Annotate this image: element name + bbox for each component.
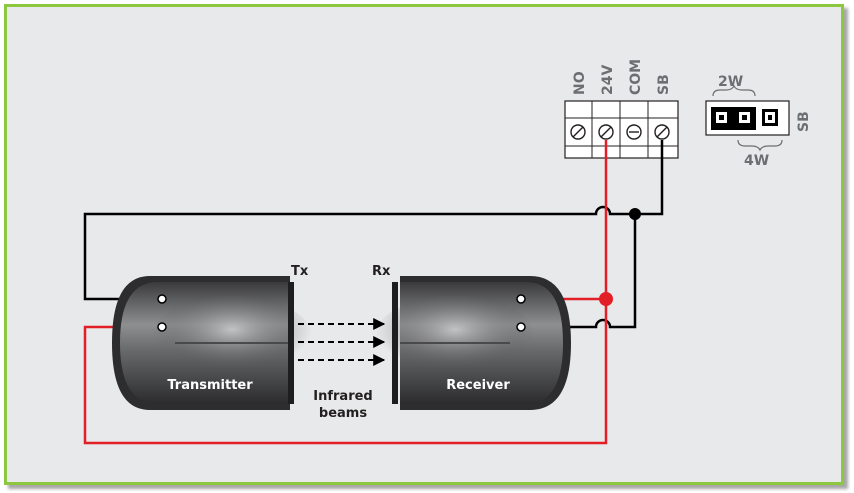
jumper-label-sb: SB bbox=[796, 111, 812, 132]
power-junction bbox=[599, 292, 613, 306]
terminal-label-com: COM bbox=[628, 59, 644, 95]
receiver-unit: Receiver bbox=[375, 276, 571, 410]
jumper-label-4w: 4W bbox=[744, 153, 769, 169]
terminal-label-no: NO bbox=[572, 71, 588, 95]
screw-sb bbox=[654, 124, 670, 140]
terminal-label-24v: 24V bbox=[600, 65, 616, 95]
rx-label: Rx bbox=[372, 264, 391, 279]
terminal-label-sb: SB bbox=[656, 74, 672, 95]
transmitter-unit: Transmitter bbox=[112, 276, 312, 410]
screw-no bbox=[570, 124, 586, 140]
jumper-label-2w: 2W bbox=[718, 74, 743, 90]
beam-label-line1: Infrared bbox=[313, 389, 372, 404]
terminal-block: NO 24V COM SB bbox=[564, 59, 679, 159]
transmitter-terminal-top bbox=[157, 294, 167, 304]
common-junction bbox=[629, 208, 641, 220]
sb-jumper: 2W 4W SB bbox=[705, 74, 812, 169]
transmitter-terminal-bottom bbox=[157, 322, 167, 332]
common-wiring bbox=[83, 140, 664, 329]
receiver-terminal-top bbox=[516, 294, 526, 304]
tx-label: Tx bbox=[291, 264, 309, 279]
beam-label-line2: beams bbox=[319, 406, 367, 421]
screw-com bbox=[626, 124, 642, 140]
receiver-terminal-bottom bbox=[516, 322, 526, 332]
transmitter-label: Transmitter bbox=[167, 378, 253, 393]
screw-24v bbox=[598, 124, 614, 140]
infrared-beams bbox=[298, 318, 386, 366]
receiver-label: Receiver bbox=[446, 378, 510, 393]
